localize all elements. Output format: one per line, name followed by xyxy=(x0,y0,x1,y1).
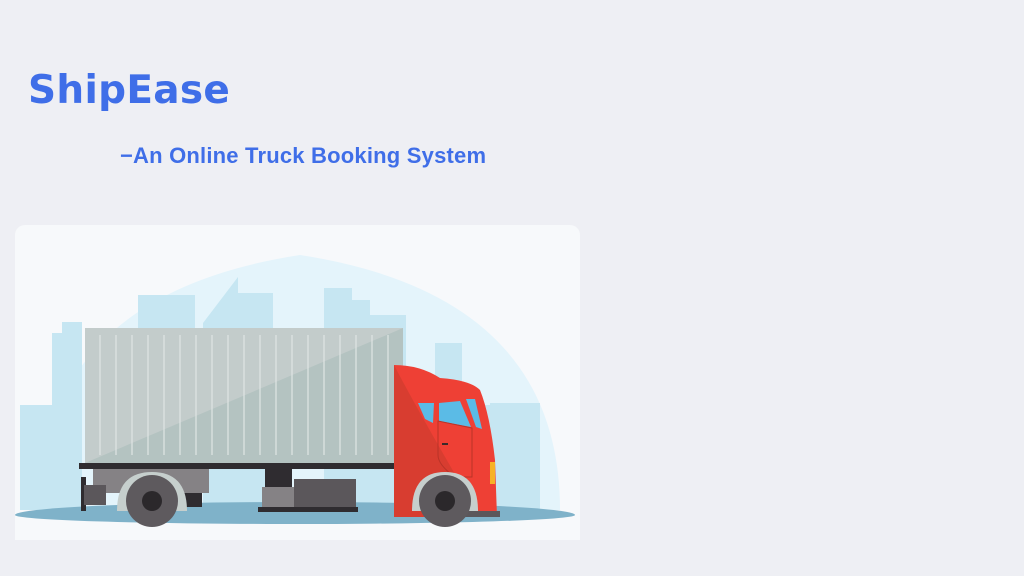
cargo-container xyxy=(85,328,403,463)
rear-wheel-icon xyxy=(117,472,187,527)
cab-windshield xyxy=(439,401,471,427)
slide-title: ShipEase xyxy=(28,68,231,113)
truck-cab xyxy=(394,365,500,517)
truck-illustration xyxy=(15,225,580,540)
slide-subtitle: −An Online Truck Booking System xyxy=(120,143,487,168)
front-wheel-icon xyxy=(412,472,478,527)
cab-window-side xyxy=(418,403,434,423)
